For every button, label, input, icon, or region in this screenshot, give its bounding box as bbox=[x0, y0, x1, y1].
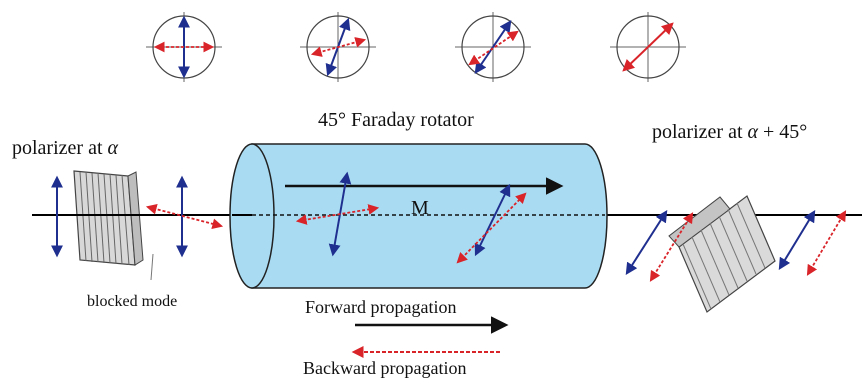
polarization-state-2 bbox=[300, 12, 376, 82]
rotator-backward-arrow-2 bbox=[456, 192, 527, 264]
backward-propagation-label: Backward propagation bbox=[303, 358, 466, 378]
polarizer-left-label: polarizer at α bbox=[12, 137, 119, 159]
polarizer-right bbox=[668, 195, 776, 313]
polarization-state-1 bbox=[146, 12, 222, 82]
polarizer-right-label: polarizer at α + 45° bbox=[652, 121, 807, 143]
blocked-mode-pointer bbox=[150, 253, 154, 281]
exit-forward-arrow-2 bbox=[778, 209, 816, 271]
magnetization-label: M bbox=[411, 197, 429, 219]
forward-propagation-label: Forward propagation bbox=[305, 297, 456, 317]
exit-backward-arrow-2 bbox=[806, 210, 847, 276]
polarization-state-3 bbox=[455, 12, 531, 82]
rotator-label: 45° Faraday rotator bbox=[318, 109, 474, 131]
exit-forward-arrow-1 bbox=[625, 209, 668, 276]
alpha-symbol: α bbox=[108, 137, 119, 159]
polarization-state-4 bbox=[610, 12, 686, 82]
blocked-mode-label: blocked mode bbox=[87, 293, 177, 310]
blocked-polarization-arrow bbox=[145, 203, 224, 230]
exit-backward-arrow-1 bbox=[649, 212, 694, 282]
polarizer-left bbox=[73, 170, 144, 266]
rotator-backward-arrow-1 bbox=[295, 204, 380, 225]
alpha-symbol: α bbox=[748, 121, 759, 143]
